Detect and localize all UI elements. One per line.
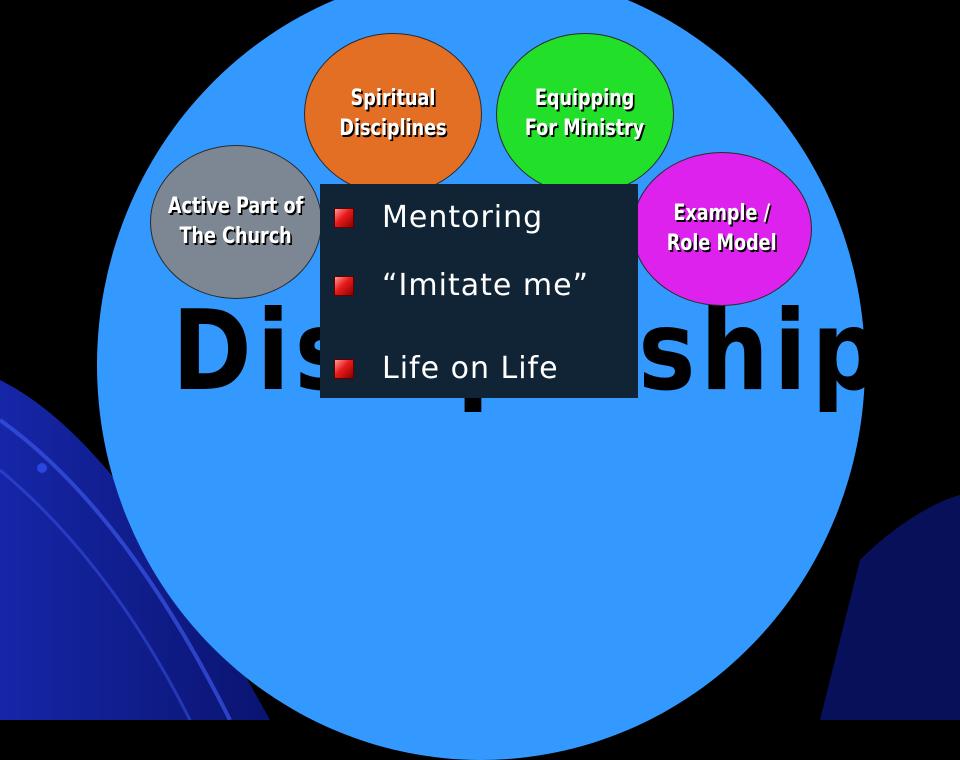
bullet-text: Mentoring — [382, 200, 544, 235]
oval-label: Spiritual Disciplines — [339, 86, 447, 141]
bullet-text: “Imitate me” — [382, 268, 590, 303]
bullet-text: Life on Life — [382, 351, 559, 386]
bullet-item: Mentoring — [334, 195, 652, 245]
square-bullet-icon — [334, 359, 354, 379]
oval-label: Example / Role Model — [667, 201, 777, 256]
oval-label: Active Part of The Church — [168, 194, 304, 249]
bullet-item: “Imitate me” — [334, 263, 652, 313]
spiritual-disciplines-oval: Spiritual Disciplines — [304, 33, 482, 195]
bullet-panel: Mentoring “Imitate me” Life on Life — [320, 184, 638, 398]
equipping-for-ministry-oval: Equipping For Ministry — [496, 33, 674, 195]
square-bullet-icon — [334, 208, 354, 228]
oval-label: Equipping For Ministry — [525, 86, 645, 141]
active-part-of-church-oval: Active Part of The Church — [150, 145, 322, 299]
example-role-model-oval: Example / Role Model — [632, 152, 812, 306]
bullet-item: Life on Life — [334, 346, 652, 396]
square-bullet-icon — [334, 276, 354, 296]
